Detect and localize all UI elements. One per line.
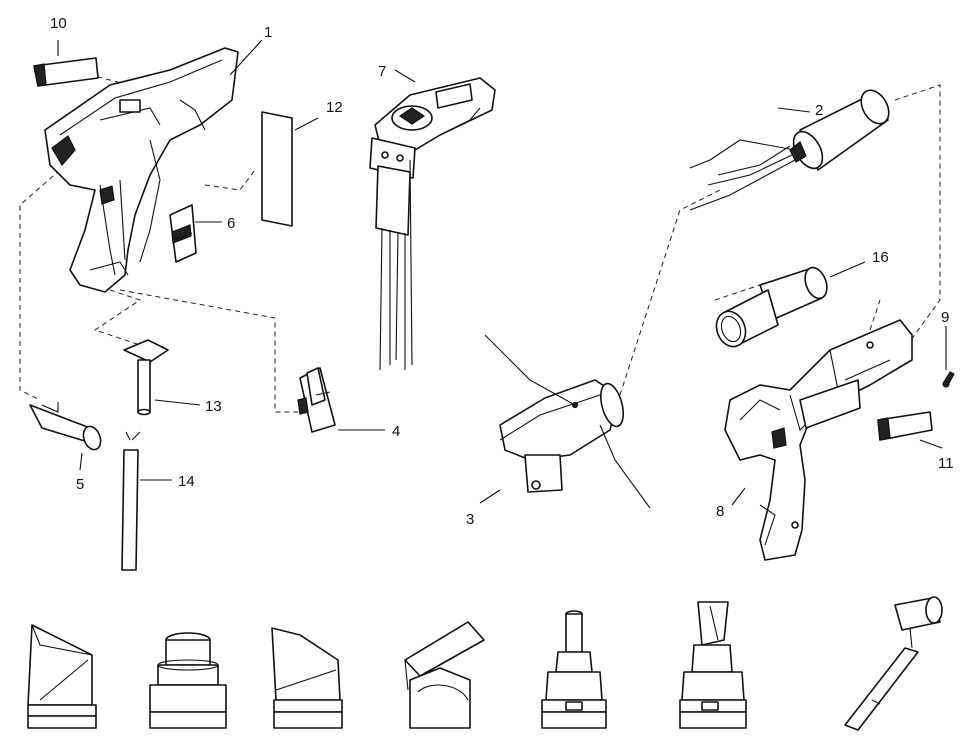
nozzle-slot <box>679 601 747 729</box>
part-13-cable-sleeve <box>123 339 169 416</box>
part-3-fan-motor <box>484 334 651 509</box>
callout-8: 8 <box>716 503 724 520</box>
callout-9: 9 <box>941 309 949 326</box>
part-12-plate <box>261 111 293 227</box>
seam-roller <box>844 596 943 731</box>
part-1-housing-half <box>44 47 239 293</box>
nozzle-reducer <box>149 632 227 729</box>
callout-4: 4 <box>392 423 400 440</box>
part-14-power-cord <box>121 431 141 571</box>
part-5-capacitor <box>29 402 102 451</box>
nozzle-pencil <box>541 610 607 729</box>
part-10-label <box>33 57 99 87</box>
nozzle-angled-flat <box>271 627 343 729</box>
nozzle-reflector <box>404 621 485 729</box>
callout-11: 11 <box>938 455 954 472</box>
callout-6: 6 <box>227 215 235 232</box>
callout-1: 1 <box>264 24 272 41</box>
part-4-connector <box>297 367 336 433</box>
callout-12: 12 <box>326 99 343 116</box>
part-9-screw <box>942 371 955 388</box>
leader-lines <box>57 39 947 506</box>
callout-13: 13 <box>205 398 222 415</box>
part-6-switch <box>169 204 197 263</box>
callout-5: 5 <box>76 476 84 493</box>
callout-3: 3 <box>466 511 474 528</box>
callout-14: 14 <box>178 473 195 490</box>
part-8-housing-half <box>724 319 913 561</box>
nozzle-wide-flat <box>27 624 97 729</box>
part-7-control-board <box>369 77 496 371</box>
callout-16: 16 <box>872 249 889 266</box>
callout-7: 7 <box>378 63 386 80</box>
callout-2: 2 <box>815 102 823 119</box>
part-16-tube <box>715 266 828 348</box>
callout-10: 10 <box>50 15 67 32</box>
part-11-label <box>877 411 933 441</box>
callout-labels: 1 2 3 4 5 6 7 8 9 10 11 12 13 14 16 <box>50 15 954 528</box>
part-2-heating-element <box>689 89 890 211</box>
